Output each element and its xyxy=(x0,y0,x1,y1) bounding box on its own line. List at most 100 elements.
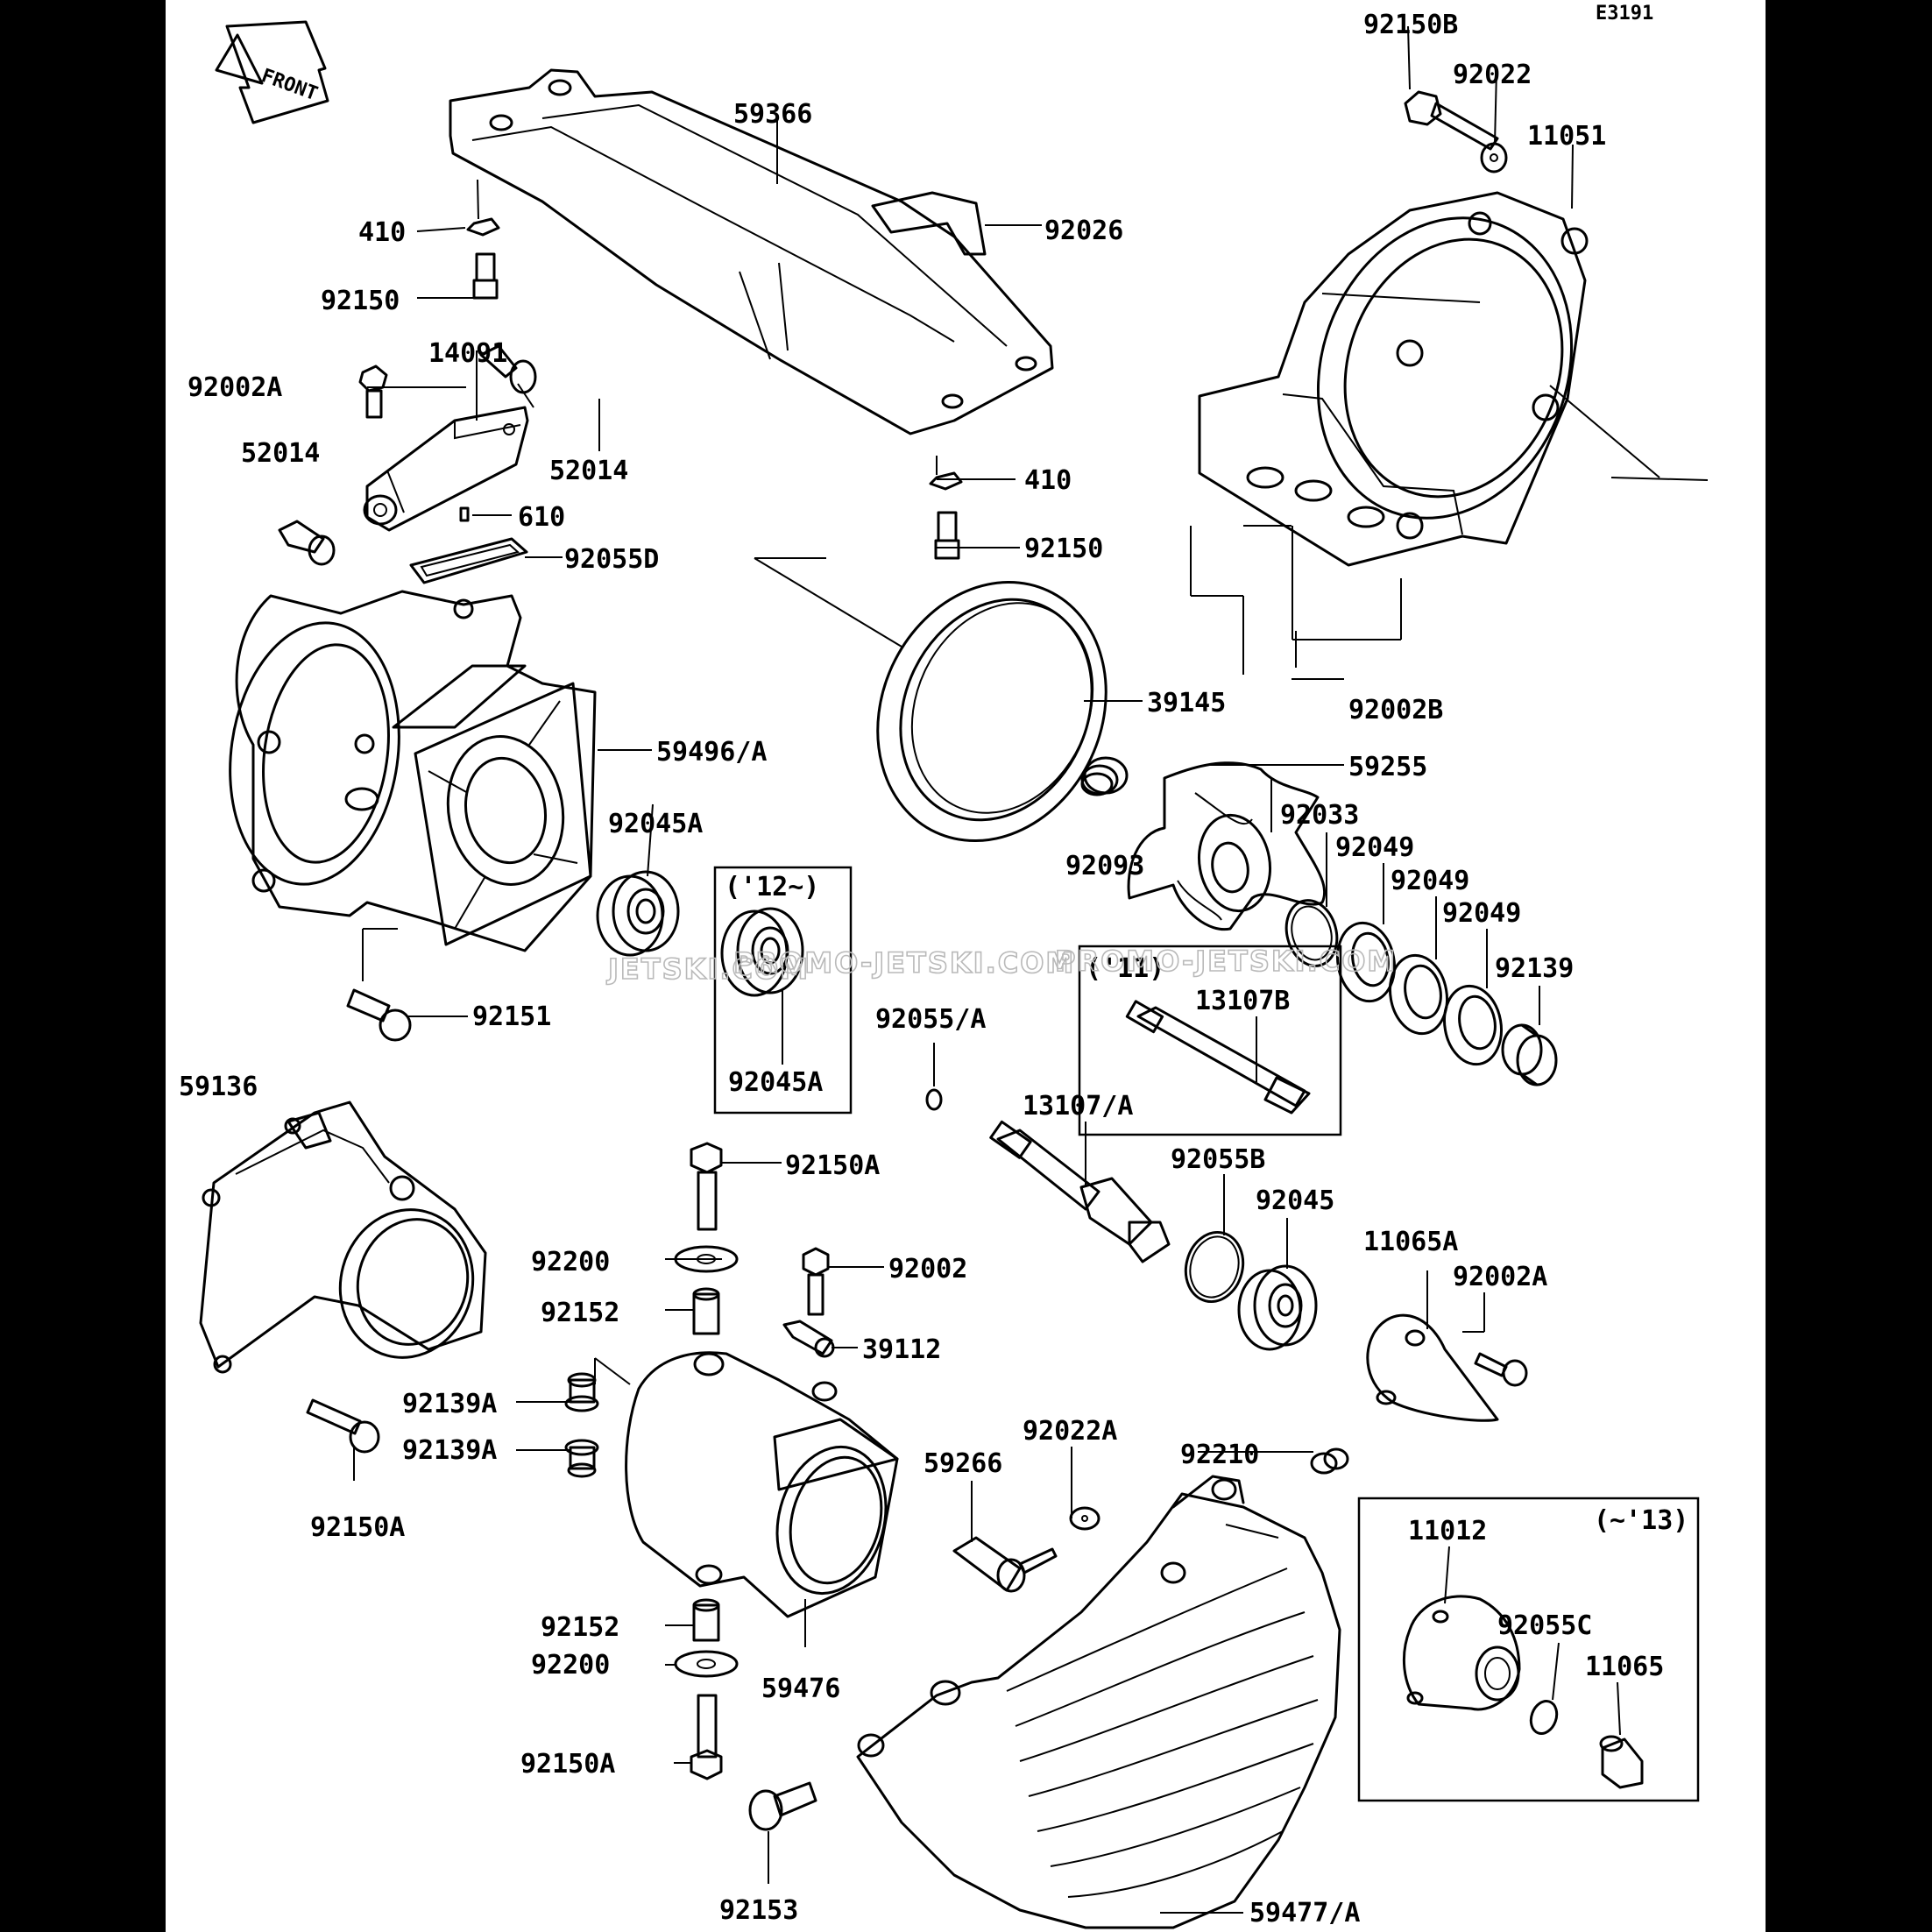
washer-92022 xyxy=(1480,142,1508,173)
label-59496A: 59496/A xyxy=(656,737,767,768)
label-92055A: 92055/A xyxy=(875,1004,986,1035)
label-610: 610 xyxy=(518,502,565,533)
label-52014-left: 52014 xyxy=(241,438,320,469)
label-92150B: 92150B xyxy=(1363,10,1458,40)
impeller-housing-59496A xyxy=(229,590,597,952)
label-92093: 92093 xyxy=(1065,851,1144,881)
label-59255: 59255 xyxy=(1348,752,1427,782)
label-92150A-upper: 92150A xyxy=(785,1150,880,1181)
inset-box-13 xyxy=(1357,1497,1700,1802)
bushing-92152-lower xyxy=(692,1598,720,1642)
label-92153: 92153 xyxy=(719,1895,798,1926)
label-11065: 11065 xyxy=(1585,1652,1664,1682)
collar-92139 xyxy=(1501,1023,1558,1086)
cap-92093 xyxy=(1080,756,1129,796)
label-92045A: 92045A xyxy=(608,809,703,839)
washer-92022A xyxy=(1069,1506,1100,1531)
watermark-3: PROMO-JETSKI.COM xyxy=(1055,945,1397,978)
fitting-52014-left xyxy=(278,520,336,566)
label-92139A-lower: 92139A xyxy=(402,1435,497,1466)
pump-case-11051 xyxy=(1198,191,1709,567)
bearing-92045A-inset xyxy=(720,907,804,997)
hose-joint-14091 xyxy=(363,406,529,532)
label-92033: 92033 xyxy=(1280,800,1359,831)
pin-610 xyxy=(459,506,470,522)
bolt-92150-lower xyxy=(934,511,960,560)
label-59476: 59476 xyxy=(761,1674,840,1704)
bearing-92045A xyxy=(596,870,680,957)
label-11051: 11051 xyxy=(1527,121,1606,152)
label-92055C: 92055C xyxy=(1497,1610,1592,1641)
label-92049-b: 92049 xyxy=(1391,866,1469,896)
parts-diagram-sheet: E3191 FRONT xyxy=(166,0,1766,1932)
label-59136: 59136 xyxy=(179,1072,258,1102)
label-39112: 39112 xyxy=(862,1334,941,1365)
label-11012: 11012 xyxy=(1408,1516,1487,1546)
plug-11065 xyxy=(1599,1735,1644,1789)
label-92210: 92210 xyxy=(1180,1440,1259,1470)
bushing-92152-upper xyxy=(692,1287,720,1335)
collar-92139A-lower xyxy=(564,1439,599,1478)
nut-410-lower xyxy=(929,471,963,491)
wear-ring-39145 xyxy=(876,580,1108,843)
inset-box-13-label: (~'13) xyxy=(1594,1505,1688,1536)
label-14091: 14091 xyxy=(428,338,507,369)
label-92150-upper: 92150 xyxy=(321,286,400,316)
impeller-59255 xyxy=(1127,761,1327,931)
label-92026: 92026 xyxy=(1044,216,1123,246)
label-92045: 92045 xyxy=(1256,1185,1334,1216)
label-52014-right: 52014 xyxy=(549,456,628,486)
lever-39112 xyxy=(782,1320,835,1358)
label-13107B: 13107B xyxy=(1195,986,1290,1016)
label-11065A: 11065A xyxy=(1363,1227,1458,1257)
bearing-92045 xyxy=(1237,1264,1318,1351)
label-39145: 39145 xyxy=(1147,688,1226,718)
cap-11065A xyxy=(1366,1313,1499,1422)
leader-lines xyxy=(353,25,1621,1914)
bushing-92210 xyxy=(1310,1447,1349,1475)
part-labels: 92150B 92022 11051 59366 92026 410 92150… xyxy=(179,10,1664,1928)
label-410-lower: 410 xyxy=(1024,465,1072,496)
bolt-92150A-upper xyxy=(690,1142,723,1231)
inset-box-11 xyxy=(1078,945,1342,1136)
label-92002A-upper: 92002A xyxy=(188,372,282,403)
label-92150-lower: 92150 xyxy=(1024,534,1103,564)
label-92049-c: 92049 xyxy=(1442,898,1521,929)
label-92200-lower: 92200 xyxy=(531,1650,610,1681)
seal-92049-b xyxy=(1389,953,1448,1036)
bolt-92150A-left xyxy=(306,1398,380,1454)
label-92045A-inset: 92045A xyxy=(728,1067,823,1098)
label-92002: 92002 xyxy=(888,1254,967,1284)
label-92022A: 92022A xyxy=(1023,1416,1117,1447)
inset-box-11-label: ('11) xyxy=(1086,953,1164,984)
collar-92139A-upper xyxy=(564,1372,599,1412)
circlip-92033 xyxy=(1284,899,1339,967)
oring-92055C xyxy=(1529,1700,1559,1735)
label-92055D: 92055D xyxy=(564,544,659,575)
label-92139A-upper: 92139A xyxy=(402,1389,497,1419)
reverse-bucket-59477A xyxy=(856,1475,1341,1929)
shaft-13107B xyxy=(1125,1000,1311,1115)
front-arrow-icon: FRONT xyxy=(215,20,329,124)
label-92152-lower: 92152 xyxy=(541,1612,619,1643)
nut-410-upper xyxy=(466,217,500,237)
steering-nozzle-59476 xyxy=(625,1351,899,1618)
watermark-1: JETSKI.COM xyxy=(606,952,810,986)
label-92150A-lower: 92150A xyxy=(520,1749,615,1780)
bolt-92002A-upper xyxy=(358,364,388,419)
shim-92026 xyxy=(871,191,987,256)
diagram-code: E3191 xyxy=(1596,3,1653,25)
label-92152-upper: 92152 xyxy=(541,1298,619,1328)
exploded-parts-diagram: E3191 FRONT xyxy=(179,3,1709,1929)
label-92200-upper: 92200 xyxy=(531,1247,610,1277)
fitting-59266 xyxy=(952,1536,1058,1593)
washer-92200-lower xyxy=(674,1650,739,1678)
oring-92055A xyxy=(925,1088,943,1111)
bolt-92150A-lower xyxy=(690,1694,723,1780)
label-92150A-left: 92150A xyxy=(310,1512,405,1543)
cap-11012 xyxy=(1402,1595,1521,1711)
seal-92049-a xyxy=(1336,921,1396,1003)
label-92002A-lower: 92002A xyxy=(1453,1262,1547,1292)
label-92139: 92139 xyxy=(1495,953,1574,984)
bolt-92002A-lower xyxy=(1474,1352,1528,1387)
